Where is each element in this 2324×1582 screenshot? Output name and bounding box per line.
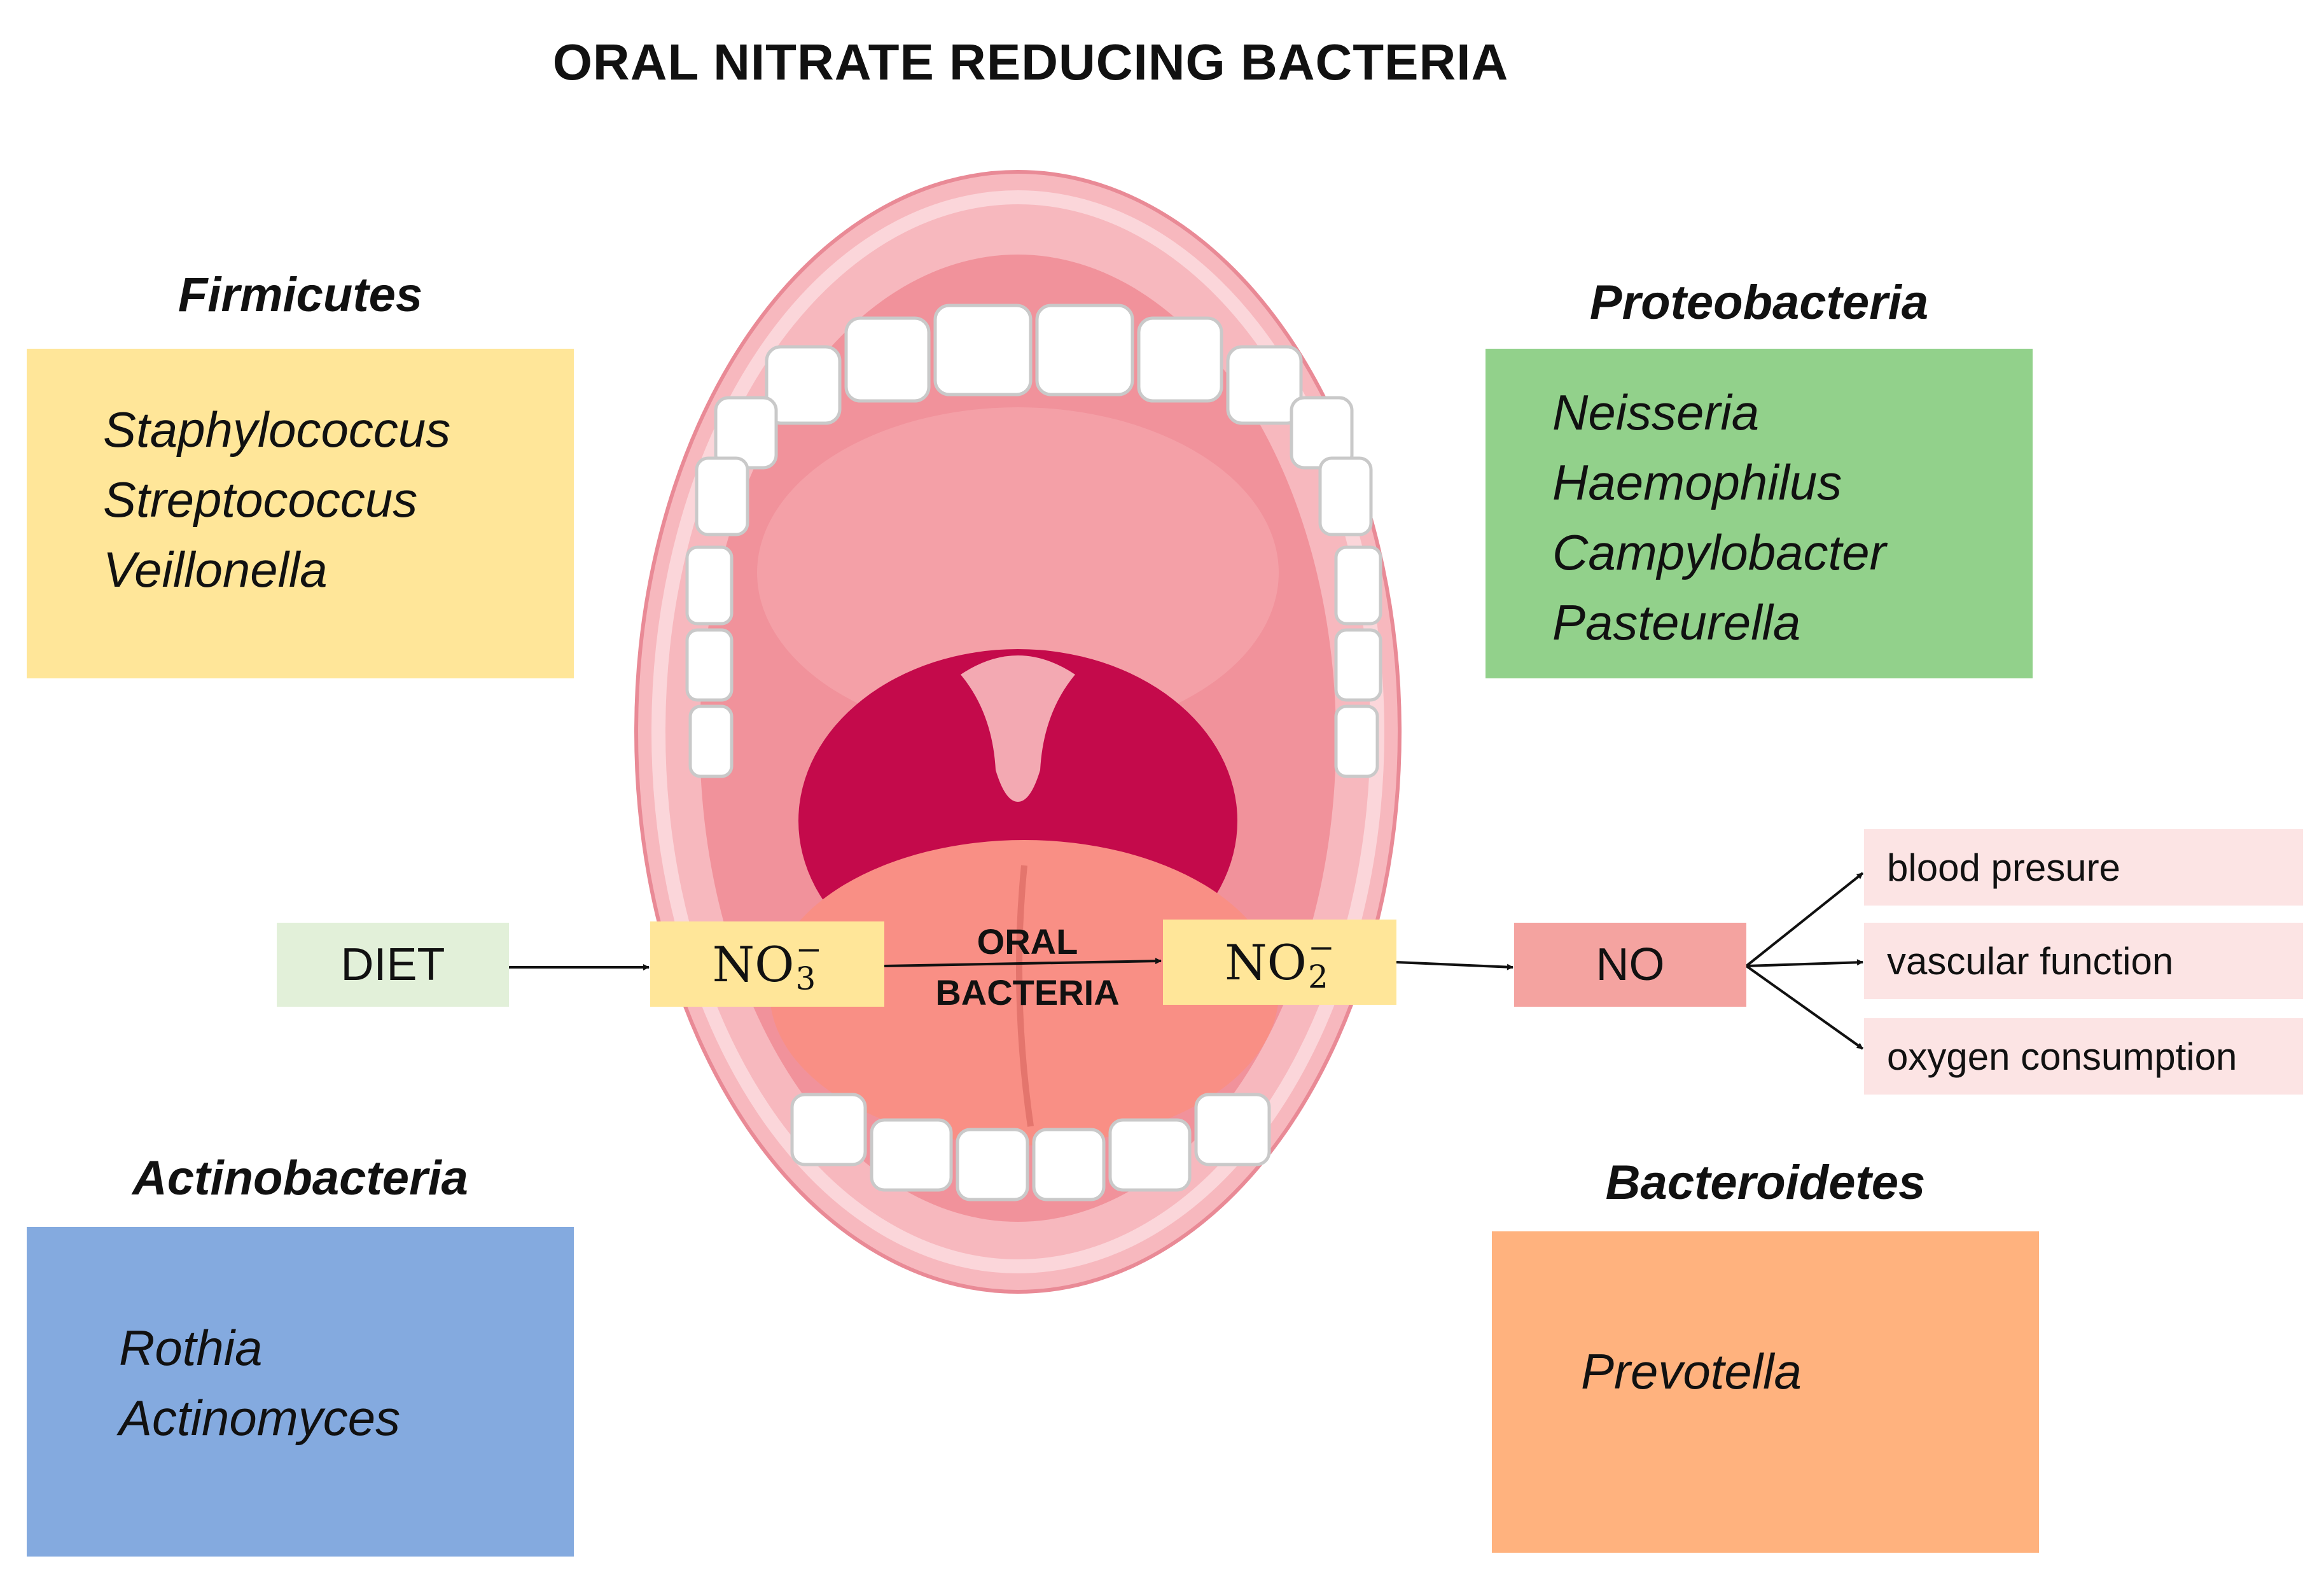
phylum-firmicutes-label: Firmicutes xyxy=(177,268,423,322)
oral-bacteria-line-1: ORAL xyxy=(977,921,1078,962)
phylum-bacteroidetes-label: Bacteroidetes xyxy=(1605,1156,1926,1210)
arrow-no-to-effect-1 xyxy=(1745,872,1864,967)
bacteroidetes-box: Prevotella xyxy=(1492,1231,2039,1553)
phylum-actinobacteria-label: Actinobacteria xyxy=(132,1151,468,1205)
nitrite-charge: − xyxy=(1307,929,1335,966)
genus-item: Rothia xyxy=(119,1320,263,1376)
genus-item: Prevotella xyxy=(1581,1343,1802,1399)
palate xyxy=(757,407,1279,738)
side-teeth xyxy=(685,545,1382,778)
genus-item: Veillonella xyxy=(103,542,328,598)
nitrate-box: NO−3 xyxy=(650,921,884,1007)
genus-item: Neisseria xyxy=(1552,384,1760,440)
nitrate-formula-base: NO xyxy=(712,935,795,993)
arrow-nitrite-to-no xyxy=(1396,961,1513,970)
lower-teeth xyxy=(790,1093,1271,1201)
diagram-title: ORAL NITRATE REDUCING BACTERIA xyxy=(552,34,1509,90)
tongue-groove xyxy=(1016,865,1034,1127)
nitrate-charge: − xyxy=(795,931,823,968)
genus-item: Campylobacter xyxy=(1552,524,1886,580)
oral-bacteria-label: ORAL BACTERIA xyxy=(910,916,1145,1018)
nitrite-box: NO−2 xyxy=(1163,920,1396,1005)
actinobacteria-box: Rothia Actinomyces xyxy=(27,1227,574,1557)
genus-item: Streptococcus xyxy=(103,472,418,528)
nitric-oxide-box: NO xyxy=(1514,923,1746,1007)
effect-vascular-function: vascular function xyxy=(1864,923,2303,999)
genus-item: Pasteurella xyxy=(1552,594,1801,650)
diet-box: DIET xyxy=(277,923,509,1007)
oral-bacteria-line-2: BACTERIA xyxy=(935,972,1120,1012)
arrow-no-to-effect-3 xyxy=(1745,965,1864,1050)
nitrate-subscript: 3 xyxy=(795,960,816,997)
arrow-nitrate-to-nitrite xyxy=(884,958,1162,967)
arrow-no-to-effect-2 xyxy=(1746,959,1863,967)
proteobacteria-box: Neisseria Haemophilus Campylobacter Past… xyxy=(1486,349,2033,678)
effect-oxygen-consumption: oxygen consumption xyxy=(1864,1018,2303,1095)
nitrite-formula-base: NO xyxy=(1225,934,1307,991)
uvula xyxy=(961,655,1075,802)
genus-item: Haemophilus xyxy=(1552,454,1842,510)
phylum-proteobacteria-label: Proteobacteria xyxy=(1589,276,1929,330)
nitrite-subscript: 2 xyxy=(1307,958,1328,995)
effect-blood-pressure: blood presure xyxy=(1864,829,2303,906)
genus-item: Staphylococcus xyxy=(103,402,451,458)
upper-teeth xyxy=(695,304,1373,536)
firmicutes-box: Staphylococcus Streptococcus Veillonella xyxy=(27,349,574,678)
genus-item: Actinomyces xyxy=(119,1390,401,1446)
tongue xyxy=(770,840,1279,1145)
